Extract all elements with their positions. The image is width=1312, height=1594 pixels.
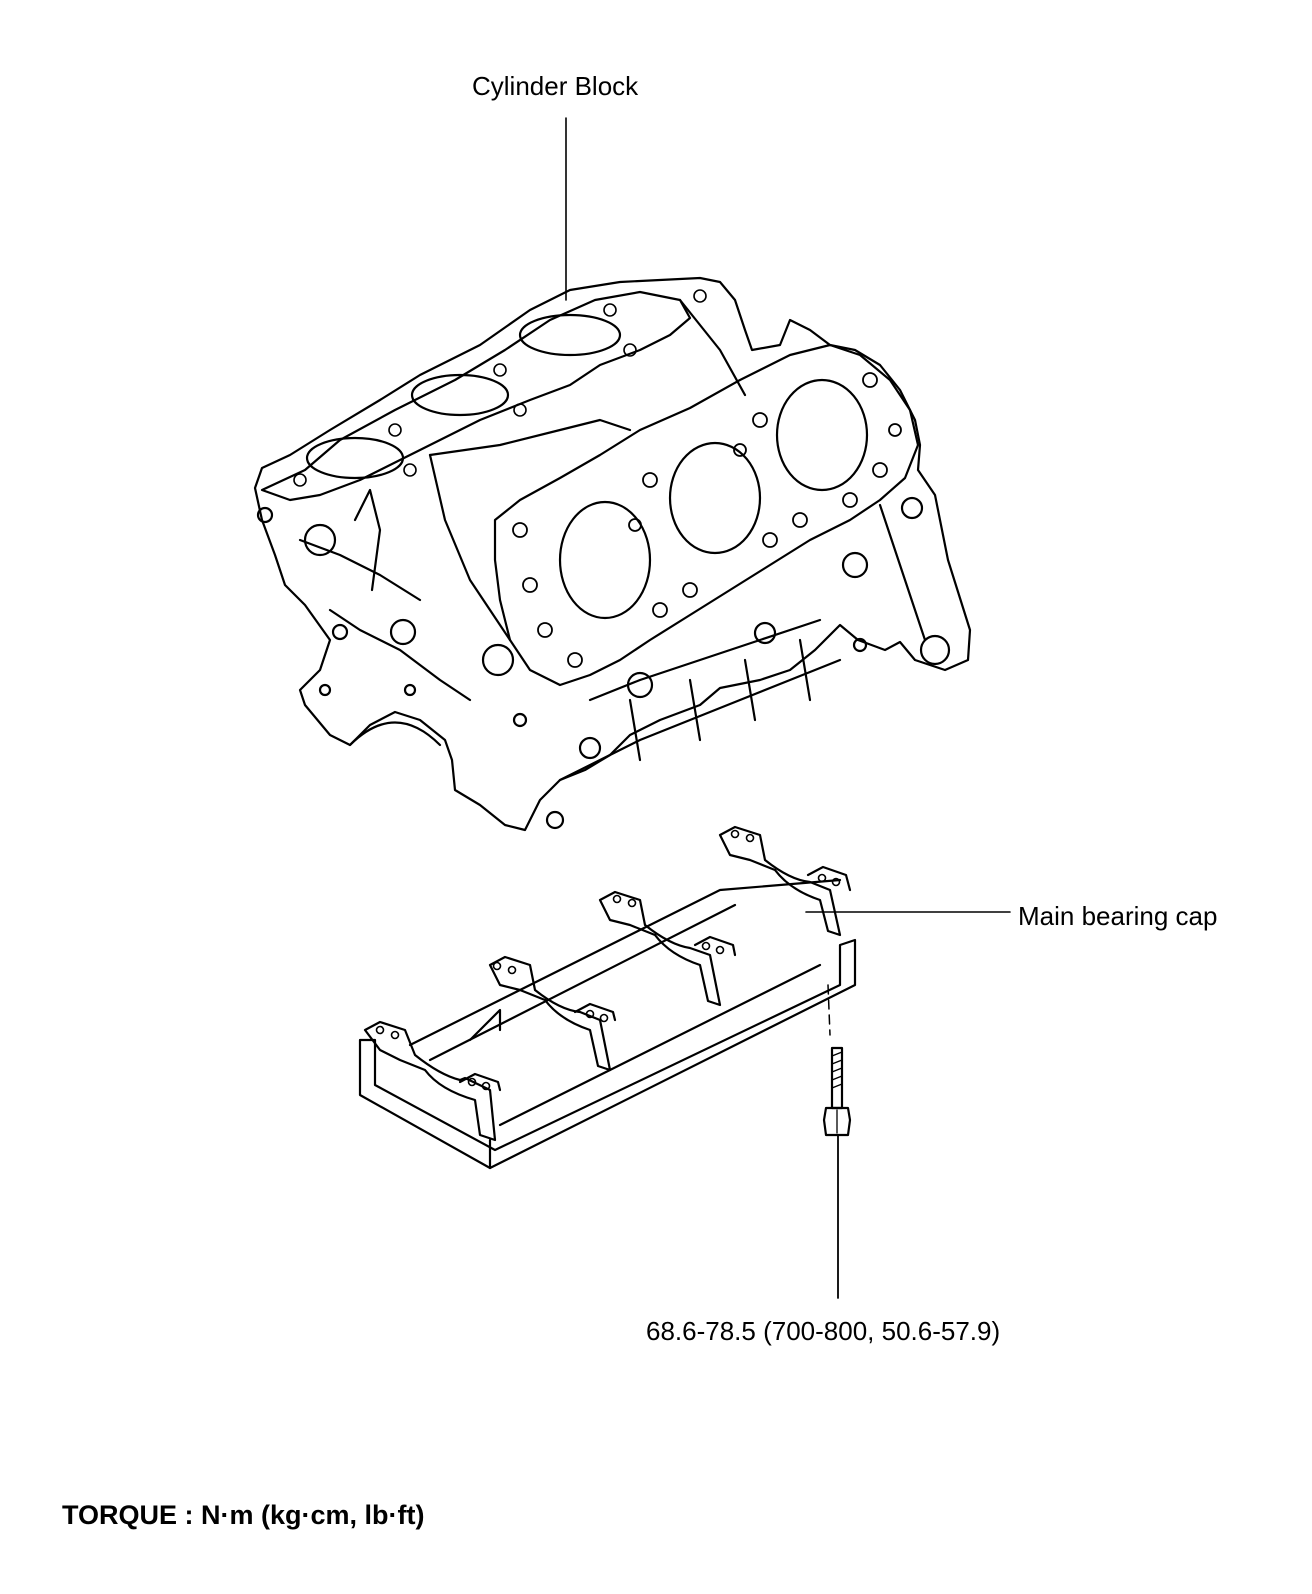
bearing-cap-bolt-illustration	[822, 1046, 852, 1137]
cylinder-bore-left-3	[518, 313, 622, 357]
label-cylinder-block: Cylinder Block	[472, 71, 639, 101]
cylinder-bore-right-1	[558, 500, 652, 620]
main-bearing-cap-illustration	[358, 825, 857, 1170]
cylinder-bore-right-3	[775, 378, 869, 492]
cylinder-bore-right-2	[668, 441, 762, 555]
bolt-axis-dashed	[827, 984, 831, 1036]
cylinder-block-illustration	[253, 276, 972, 832]
label-main-bearing-cap: Main bearing cap	[1018, 901, 1218, 931]
cylinder-bore-left-2	[410, 373, 510, 417]
torque-units-legend: TORQUE : N·m (kg·cm, lb·ft)	[62, 1500, 425, 1530]
cylinder-bore-left-1	[305, 436, 405, 480]
label-bolt-torque: 68.6-78.5 (700-800, 50.6-57.9)	[646, 1316, 1001, 1346]
